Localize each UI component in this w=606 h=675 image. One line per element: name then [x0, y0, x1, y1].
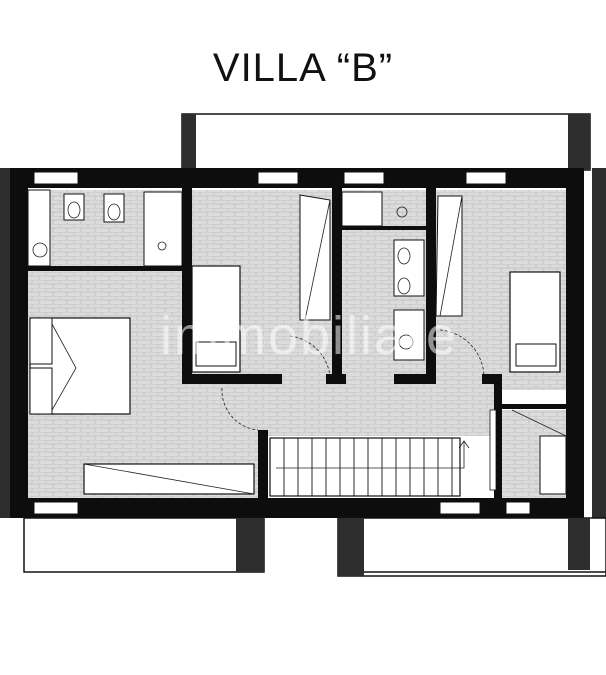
master-bedroom	[29, 317, 259, 495]
staircase	[269, 409, 497, 497]
bathroom-left	[27, 189, 183, 267]
plan-title: VILLA “B”	[212, 46, 394, 90]
lower-terrace	[23, 517, 606, 577]
interior-walls	[28, 188, 566, 498]
storage-right	[511, 409, 567, 495]
outer-walls	[0, 168, 606, 518]
bathroom-center	[341, 191, 425, 361]
bedroom-right	[289, 195, 561, 377]
upper-terrace	[181, 113, 591, 171]
bedroom-middle	[191, 194, 331, 373]
